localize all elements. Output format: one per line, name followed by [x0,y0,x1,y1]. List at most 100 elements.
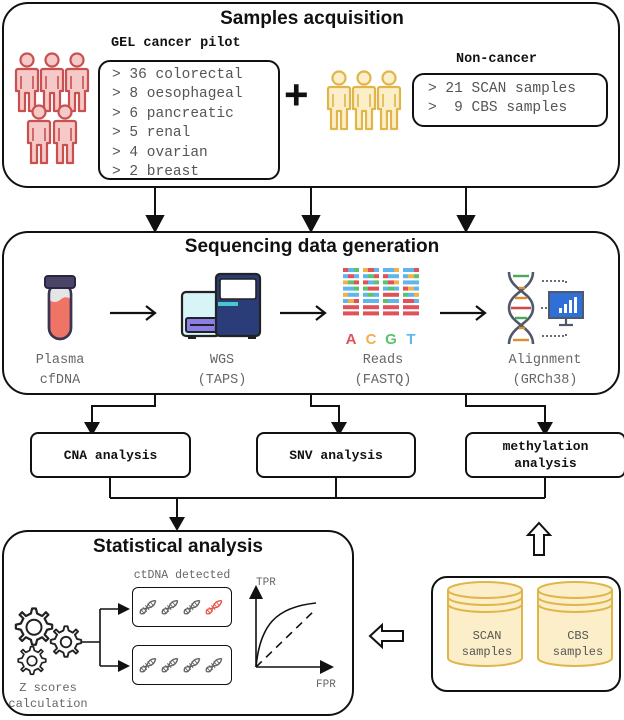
read-bar [403,280,419,285]
step-arrow-icon [110,305,157,321]
read-bar [403,299,419,303]
read-bar [383,280,399,285]
read-bar [343,299,359,303]
read-bar [383,299,399,303]
read-bar [383,268,399,272]
arrow-head [320,660,334,674]
step-label-alignment: Alignment(GRCh38) [508,353,582,388]
cancer-sample-item: > 5 renal [112,125,191,142]
dna-glyph-icon [161,657,179,673]
read-bar [343,311,359,316]
read-bar [343,280,359,285]
arrow-head [118,603,130,615]
read-bar [383,311,399,316]
dna-glyph-icon [183,657,201,673]
dna-glyph-icon [139,657,157,673]
read-bar [363,274,379,279]
hollow-arrow-up-icon [525,521,553,556]
read-bar [343,292,359,297]
cancer-sample-item: > 8 oesophageal [112,86,243,103]
database-cylinder-icon [537,581,613,667]
read-bar [343,286,359,291]
hollow-arrow-left-icon [368,622,404,650]
arrow-head [84,422,100,436]
sequencing-to-analysis-connectors [84,394,553,436]
base-letter: C [366,331,377,348]
dna-alignment-icon [507,271,584,345]
read-bar [363,305,379,310]
read-bar [403,292,419,297]
read-bar [383,286,399,291]
statistical-analysis-title: Statistical analysis [92,536,264,557]
read-bar [363,286,379,291]
snv-analysis-box: SNV analysis [256,432,416,478]
samples-acquisition-title: Samples acquisition [220,8,404,29]
cancer-people-icon [14,52,90,165]
database-icons [447,581,613,667]
cancer-samples-list: > 36 colorectal > 8 oesophageal > 6 panc… [98,60,280,180]
arrow-head [301,215,321,234]
read-bar [383,274,399,279]
cancer-sample-item: > 36 colorectal [112,67,243,83]
gears-icon [14,607,83,676]
read-bar [343,268,359,272]
read-bar [363,299,379,303]
step-arrow-icon [440,305,487,321]
roc-chance-line [255,608,317,668]
arrow-head [249,585,263,599]
cancer-sample-item: > 6 pancreatic [112,105,234,122]
read-bar [403,286,419,291]
arrow-head [145,215,165,234]
classification-branch-arrows [82,603,130,672]
read-bar [343,305,359,310]
read-bar [363,311,379,316]
read-bar [403,268,419,272]
roc-curve [255,602,317,668]
non-cancer-samples-list: > 21 SCAN samples > 9 CBS samples [412,73,608,127]
base-letter: T [406,331,415,348]
ctdna-detected-label: ctDNA detected [133,569,231,582]
read-bar [363,268,379,272]
read-bar [363,280,379,285]
read-bar [403,311,419,316]
database-cylinder-icon [447,581,523,667]
read-bar [343,274,359,279]
fpr-axis-label: FPR [316,679,336,691]
non-cancer-people-icon [326,70,402,131]
tpr-axis-label: TPR [256,577,276,589]
acquisition-to-sequencing-arrows [145,188,476,234]
arrow-head [169,517,185,531]
dna-glyph-icon [139,599,157,615]
step-arrow-icon [280,305,327,321]
sequencer-icon [180,272,262,339]
arrow-head [118,660,130,672]
not-detected-dna-row [139,657,223,673]
read-bar [403,274,419,279]
read-bar [383,305,399,310]
base-letter: G [385,331,397,348]
arrow-head [331,422,347,436]
sequencing-title: Sequencing data generation [184,236,440,257]
read-bar [383,292,399,297]
dna-glyph-icon [161,599,179,615]
arrow-head [537,422,553,436]
step-label-wgs: WGS(TAPS) [197,353,247,388]
arrow-head [456,215,476,234]
non-cancer-sample-item: > 21 SCAN samples [428,81,576,97]
cna-analysis-box: CNA analysis [30,432,191,478]
step-label-reads: Reads(FASTQ) [354,353,412,388]
blood-tube-icon [44,275,76,341]
dna-glyph-icon [205,657,223,673]
non-cancer-cohort-heading: Non-cancer [456,52,538,67]
cancer-cohort-heading: GEL cancer pilot [111,36,241,51]
roc-curve-icon [249,585,334,674]
dna-glyph-icon [183,599,201,615]
plus-sign: + [284,71,309,118]
read-bar [403,305,419,310]
